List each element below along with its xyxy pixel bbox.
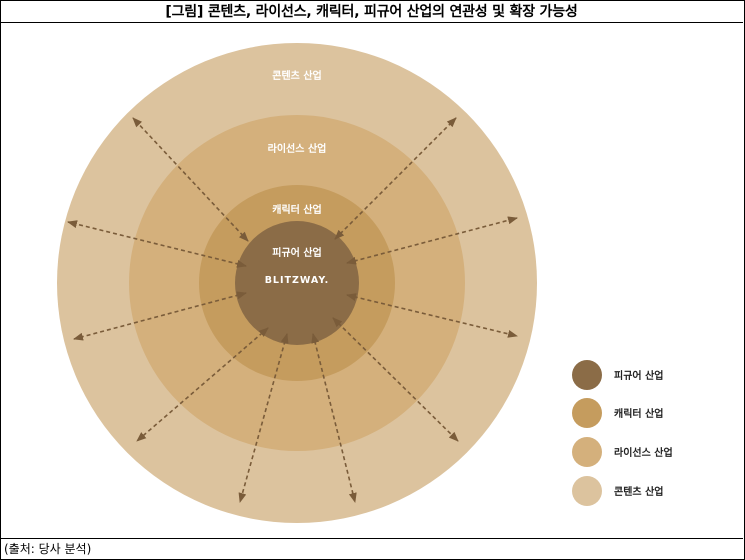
legend-label-license: 라이선스 산업: [614, 446, 673, 459]
legend-swatch-figure: [572, 360, 602, 390]
legend-label-content: 콘텐츠 산업: [614, 485, 663, 498]
expansion-arrow: [238, 333, 289, 503]
expansion-arrow: [346, 216, 518, 265]
legend-label-character: 캐릭터 산업: [614, 407, 663, 420]
legend-swatch-content: [572, 476, 602, 506]
source-note: (출처: 당사 분석): [0, 538, 743, 558]
legend-swatch-license: [572, 437, 602, 467]
expansion-arrows: [67, 117, 518, 503]
figure-industry-label: 피규어 산업: [272, 246, 321, 259]
expansion-arrow: [67, 220, 247, 268]
expansion-arrow: [311, 333, 357, 503]
legend-label-figure: 피규어 산업: [614, 369, 663, 382]
legend: 피규어 산업 캐릭터 산업 라이선스 산업 콘텐츠 산업: [572, 360, 673, 506]
license-industry-label: 라이선스 산업: [268, 142, 327, 155]
legend-swatch-character: [572, 398, 602, 428]
content-industry-label: 콘텐츠 산업: [272, 69, 321, 82]
blitzway-logo: BLITZWAY.: [265, 275, 330, 286]
expansion-arrow: [73, 291, 247, 341]
figure-title: [그림] 콘텐츠, 라이선스, 캐릭터, 피규어 산업의 연관성 및 확장 가능…: [0, 0, 743, 23]
figure-industry-core: [235, 221, 359, 345]
character-industry-label: 캐릭터 산업: [272, 203, 321, 216]
expansion-arrow: [346, 293, 518, 338]
